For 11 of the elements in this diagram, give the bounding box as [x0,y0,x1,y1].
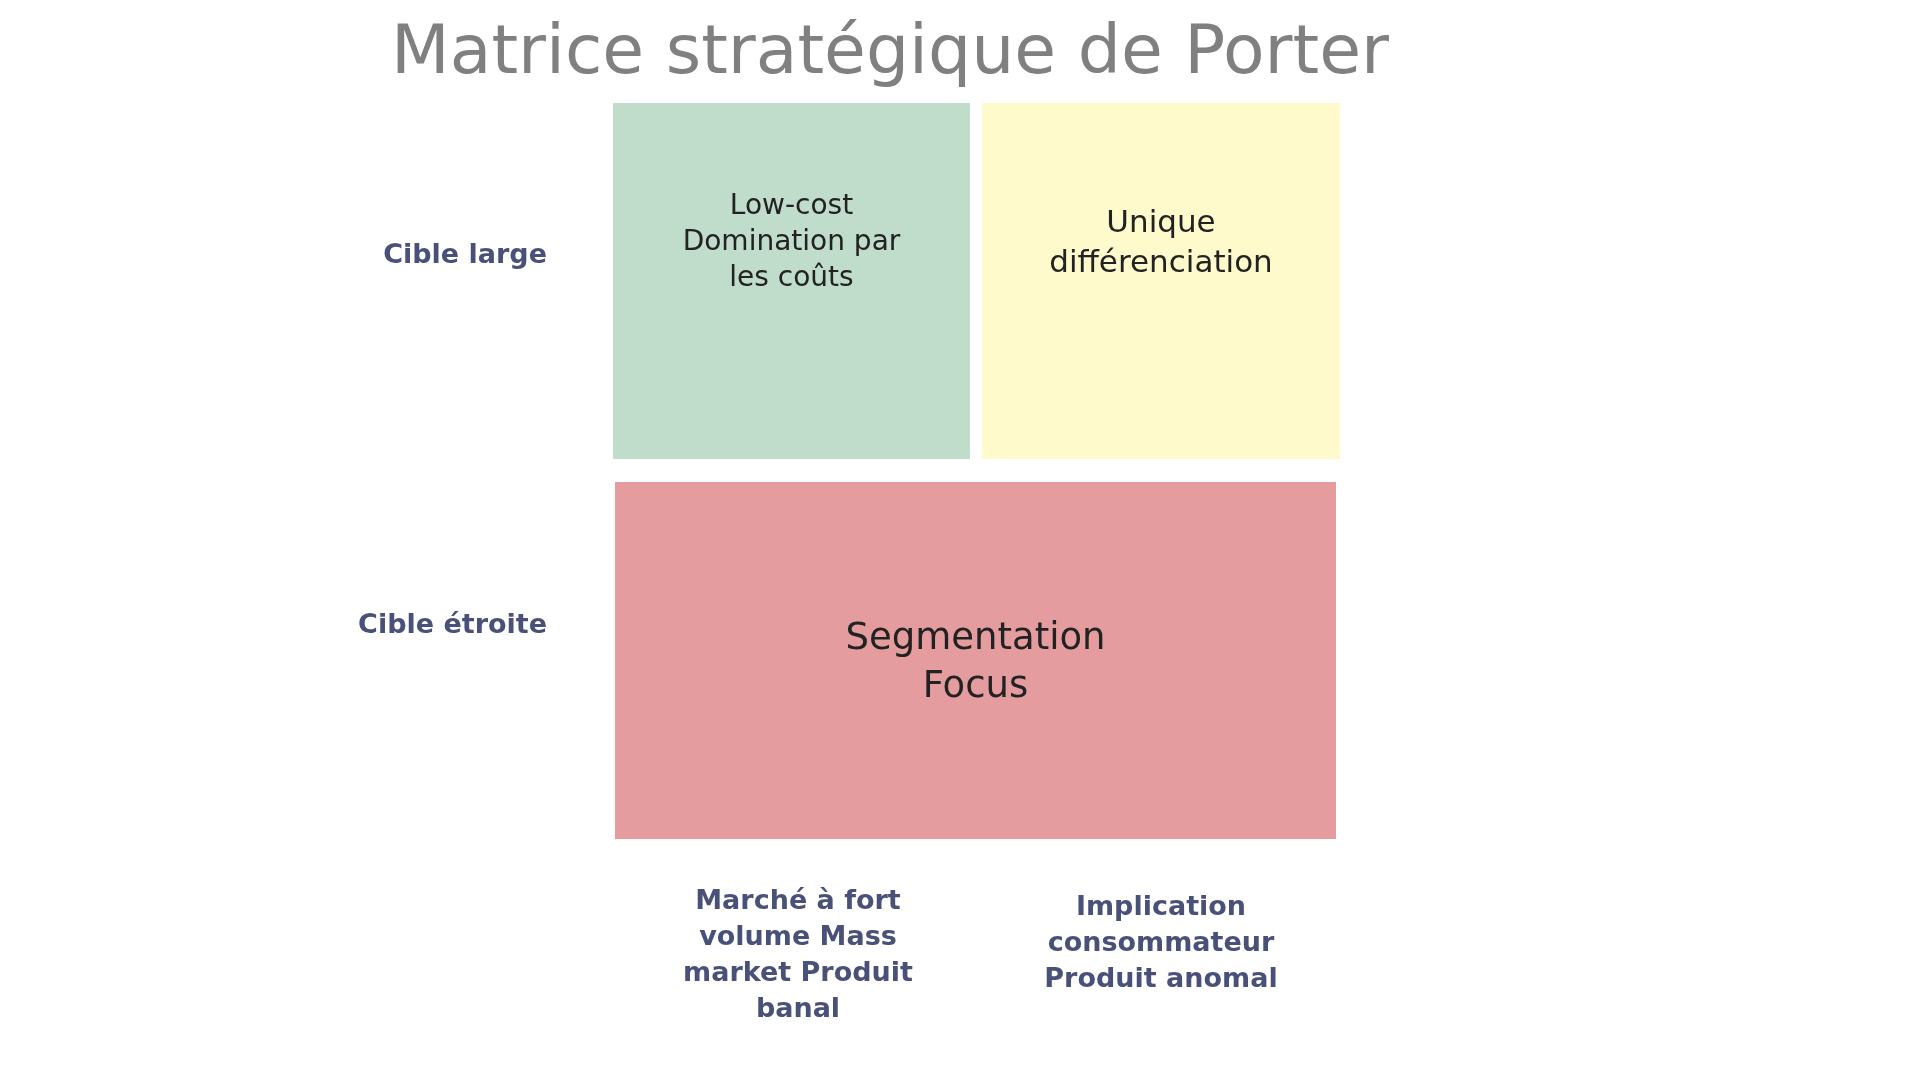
strategy-box [613,103,970,459]
column-label: Marché à fort volume Mass market Produit banal [682,883,914,1025]
title: Matrice stratégique de Porter [390,10,1390,89]
strategy-box [615,482,1336,839]
strategy-text: Unique différenciation [1048,202,1274,281]
row-label: Cible large [382,237,547,271]
strategy-box [982,103,1340,459]
strategy-text: Low-cost Domination par les coûts [681,187,902,295]
strategy-text: Segmentation Focus [844,613,1107,708]
column-label: Implication consommateur Produit anomal [1043,889,1279,995]
row-label: Cible étroite [357,607,547,641]
